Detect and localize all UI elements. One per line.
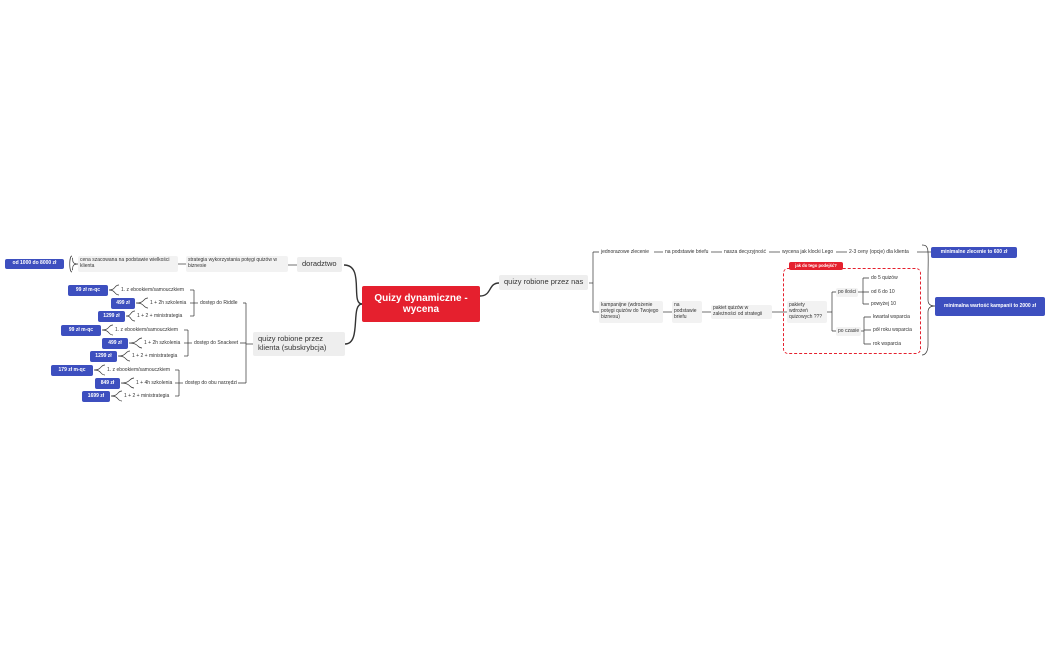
campaign-node[interactable]: kampanijne (wdrożenie potęgi quizów do T… bbox=[599, 301, 663, 323]
connector bbox=[69, 255, 73, 273]
connector bbox=[479, 282, 500, 297]
topic-quizy-przez-nas[interactable]: quizy robione przez nas bbox=[499, 275, 589, 290]
count-option[interactable]: od 6 do 10 bbox=[871, 288, 895, 295]
connector bbox=[863, 277, 869, 305]
group-riddle[interactable]: dostęp do Riddle bbox=[200, 299, 238, 306]
connector bbox=[832, 291, 836, 332]
packages-node[interactable]: pakiety wdrożeń quizowych ??? bbox=[787, 301, 827, 323]
chain-brief[interactable]: na podstawie briefu bbox=[665, 248, 709, 255]
connector bbox=[135, 297, 149, 309]
connector bbox=[238, 302, 246, 384]
min-campaign-badge[interactable]: minimalna wartość kampanii to 2000 zł bbox=[935, 297, 1045, 316]
connector bbox=[71, 257, 79, 271]
option-label[interactable]: 1. z ebookiem/samouczkiem bbox=[107, 366, 171, 373]
count-option[interactable]: do 5 quizów bbox=[871, 274, 898, 281]
option-label[interactable]: 1 + 2h szkolenia bbox=[150, 299, 187, 306]
connector bbox=[921, 244, 936, 356]
connector bbox=[864, 316, 871, 345]
time-option[interactable]: kwartał wsparcia bbox=[873, 313, 910, 320]
connector bbox=[117, 350, 131, 362]
option-label[interactable]: 1 + 4h szkolenia bbox=[136, 379, 173, 386]
option-label[interactable]: 1 + 2 + ministrategia bbox=[124, 392, 170, 399]
min-order-badge[interactable]: minimalne zlecenie to 600 zł bbox=[931, 247, 1017, 258]
price-badge[interactable]: 499 zł bbox=[102, 338, 128, 349]
price-badge[interactable]: 99 zł m-qc bbox=[68, 285, 108, 296]
question-tag[interactable]: jak do tego podejść? bbox=[789, 262, 843, 270]
by-time-node[interactable]: po czasie bbox=[836, 327, 862, 336]
chain-decision[interactable]: nasza decyzyjność bbox=[724, 248, 766, 255]
price-badge[interactable]: 1299 zł bbox=[98, 311, 125, 322]
connector bbox=[93, 364, 106, 376]
connector bbox=[101, 324, 114, 336]
price-badge[interactable]: 849 zł bbox=[95, 378, 120, 389]
package-node[interactable]: pakiet quizów w zależności od strategii bbox=[711, 305, 772, 319]
group-both-tools[interactable]: dostęp do obu narzędzi bbox=[185, 379, 237, 386]
connector bbox=[128, 337, 143, 349]
time-option[interactable]: pół roku wsparcia bbox=[873, 326, 912, 333]
dashed-group-box bbox=[783, 268, 921, 354]
campaign-brief[interactable]: na podstawie briefu bbox=[672, 301, 702, 323]
price-badge[interactable]: 499 zł bbox=[111, 298, 135, 309]
connector bbox=[120, 377, 135, 389]
connector bbox=[343, 264, 363, 305]
connector bbox=[593, 251, 599, 313]
connector bbox=[108, 284, 120, 296]
option-label[interactable]: 1. z ebookiem/samouczkiem bbox=[115, 326, 179, 333]
strategy-node[interactable]: strategia wykorzystania potęgi quizów w … bbox=[186, 256, 288, 272]
by-count-node[interactable]: po ilości bbox=[836, 288, 859, 297]
connector bbox=[344, 303, 363, 345]
pricing-note-node[interactable]: cena szacowana na podstawie wielkości kl… bbox=[78, 256, 178, 272]
root-topic[interactable]: Quizy dynamiczne - wycena bbox=[362, 286, 480, 322]
price-badge[interactable]: 179 zł m-qc bbox=[51, 365, 93, 376]
connector bbox=[125, 310, 136, 322]
price-badge[interactable]: 1699 zł bbox=[82, 391, 110, 402]
count-option[interactable]: powyżej 10 bbox=[871, 300, 897, 307]
option-label[interactable]: 1 + 2h szkolenia bbox=[144, 339, 181, 346]
one-time-order[interactable]: jednorazowe zlecenie bbox=[601, 248, 650, 255]
topic-subscription[interactable]: quizy robione przez klienta (subskrybcja… bbox=[253, 332, 345, 356]
option-label[interactable]: 1 + 2 + ministrategia bbox=[137, 312, 183, 319]
price-badge-doradztwo[interactable]: od 1000 do 8000 zł bbox=[5, 259, 64, 269]
chain-lego[interactable]: wycena jak klocki Lego bbox=[782, 248, 834, 255]
connector bbox=[110, 390, 123, 402]
time-option[interactable]: rok wsparcia bbox=[873, 340, 902, 347]
option-label[interactable]: 1. z ebookiem/samouczkiem bbox=[121, 286, 185, 293]
price-badge[interactable]: 1299 zł bbox=[90, 351, 117, 362]
topic-doradztwo[interactable]: doradztwo bbox=[297, 257, 342, 272]
chain-options[interactable]: 2-3 ceny (opcje) dla klienta bbox=[849, 248, 909, 255]
option-label[interactable]: 1 + 2 + ministrategia bbox=[132, 352, 178, 359]
price-badge[interactable]: 99 zł m-qc bbox=[61, 325, 101, 336]
group-snackeet[interactable]: dostęp do Snackeet bbox=[194, 339, 239, 346]
